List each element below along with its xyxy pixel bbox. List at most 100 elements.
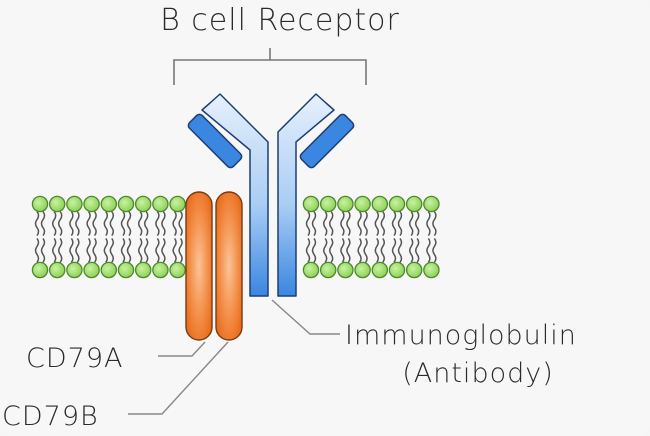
lipid-tail [172, 237, 177, 263]
lipid-head [31, 261, 49, 279]
lipid-head [83, 261, 100, 279]
lipid-tail [86, 211, 91, 237]
lipid-tail [305, 237, 311, 263]
lipid-head [31, 195, 49, 213]
lipid-head [100, 195, 118, 213]
lipid-head [319, 195, 337, 213]
lipid-tail [126, 237, 132, 263]
light-chain-left [187, 113, 243, 169]
lipid-head [371, 261, 389, 279]
cd79a-leader-line [158, 341, 206, 357]
membrane-left [31, 195, 186, 279]
lipid-tail [40, 211, 46, 237]
bracket-line [173, 59, 367, 85]
lipid-tail [92, 211, 97, 237]
lipid-tail [346, 211, 351, 237]
cd79a-label: CD79A [26, 343, 123, 374]
cd79b-label: CD79B [2, 401, 99, 432]
lipid-head [302, 195, 320, 213]
lipid-head [169, 261, 186, 279]
lipid-tail [408, 237, 414, 263]
immunoglobulin-leader-line [271, 299, 340, 335]
lipid-head [371, 195, 389, 213]
lipid-tail [103, 237, 109, 263]
lipid-tail [380, 237, 386, 263]
lipid-tail [34, 211, 40, 237]
lipid-tail [357, 237, 362, 263]
receptor-bracket [173, 48, 367, 85]
lipid-tail [391, 237, 397, 263]
lipid-tail [161, 211, 166, 237]
lipid-head [302, 261, 320, 279]
lipid-head [405, 261, 423, 279]
cd79b-leader-line [128, 341, 229, 415]
lipid-tail [109, 237, 115, 263]
lipid-tail [143, 211, 149, 237]
lipid-head [134, 261, 152, 279]
lipid-tail [346, 237, 351, 263]
lipid-head [423, 195, 440, 213]
lipid-tail [120, 237, 126, 263]
lipid-head [48, 261, 66, 279]
lipid-head [66, 195, 83, 213]
lipid-head [354, 195, 371, 213]
lipid-tail [340, 211, 345, 237]
diagram-title: B cell Receptor [160, 3, 400, 38]
lipid-tail [374, 211, 380, 237]
lipid-tail [120, 211, 126, 237]
lipid-tail [363, 211, 368, 237]
lipid-tail [380, 211, 386, 237]
lipid-tail [397, 237, 403, 263]
lipid-tail [34, 237, 40, 263]
lipid-tail [137, 211, 143, 237]
lipid-head [100, 261, 118, 279]
lipid-head [337, 195, 354, 213]
lipid-tail [426, 211, 431, 237]
lipid-tail [143, 237, 149, 263]
lipid-tail [137, 237, 143, 263]
lipid-head [83, 195, 100, 213]
lipid-head [169, 195, 186, 213]
lipid-tail [322, 237, 328, 263]
lipid-head [388, 195, 406, 213]
lipid-head [152, 261, 169, 279]
lipid-tail [305, 211, 311, 237]
lipid-tail [69, 211, 74, 237]
lipid-tail [161, 237, 166, 263]
lipid-tail [57, 211, 63, 237]
lipid-tail [340, 237, 345, 263]
lipid-tail [75, 237, 80, 263]
lipid-head [117, 261, 135, 279]
lipid-tail [51, 237, 57, 263]
lipid-tail [126, 211, 132, 237]
lipid-head [337, 261, 354, 279]
lipid-head [134, 195, 152, 213]
lipid-tail [75, 211, 80, 237]
lipid-head [354, 261, 371, 279]
lipid-tail [172, 211, 177, 237]
lipid-tail [374, 237, 380, 263]
lipid-tail [51, 211, 57, 237]
cd79a-chain [185, 191, 213, 341]
lipid-tail [92, 237, 97, 263]
lipid-tail [432, 211, 437, 237]
lipid-tail [397, 211, 403, 237]
lipid-head [388, 261, 406, 279]
lipid-tail [103, 211, 109, 237]
antibody-label: (Antibody) [402, 358, 554, 389]
lipid-tail [57, 237, 63, 263]
lipid-tail [86, 237, 91, 263]
lipid-head [48, 195, 66, 213]
cd79b-chain [215, 191, 243, 341]
lipid-tail [357, 211, 362, 237]
lipid-tail [109, 211, 115, 237]
lipid-tail [432, 237, 437, 263]
lipid-tail [363, 237, 368, 263]
lipid-tail [178, 237, 183, 263]
lipid-tail [40, 237, 46, 263]
lipid-tail [408, 211, 414, 237]
lipid-tail [414, 211, 420, 237]
lipid-tail [426, 237, 431, 263]
